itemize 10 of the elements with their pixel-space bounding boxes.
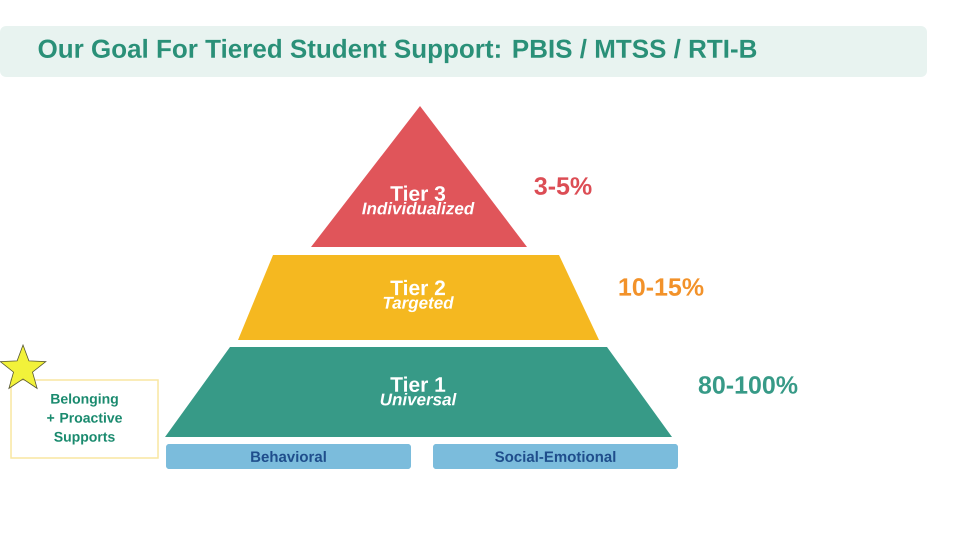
pyramid-tier: Tier 1 Universal: [165, 347, 672, 437]
note-box: Belonging + Proactive Supports: [10, 379, 159, 459]
category-bar: Social-Emotional: [433, 444, 678, 469]
title-banner: Our Goal For Tiered Student Support: PBIS / MTSS / RTI-B: [0, 26, 927, 77]
pyramid-tier: Tier 2 Targeted: [238, 255, 599, 340]
percentage-label: 3-5%: [534, 177, 592, 195]
category-bar: Behavioral: [166, 444, 411, 469]
percentage-label: 80-100%: [698, 376, 798, 394]
percentage-label: 10-15%: [620, 278, 704, 296]
pyramid-tier: Tier 3 Individualized: [311, 106, 527, 247]
